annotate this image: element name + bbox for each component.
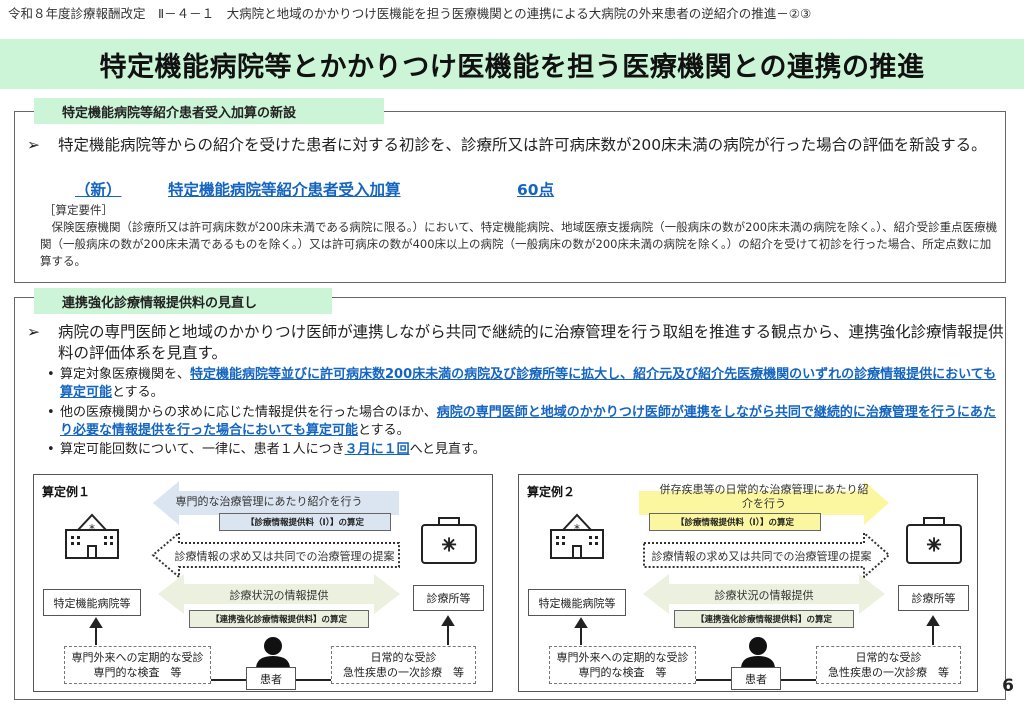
sub-text: とする。: [357, 423, 410, 438]
sub-text: 算定対象医療機関を、: [60, 367, 191, 382]
example-title: 算定例２: [527, 485, 576, 499]
up-arrow-icon: [574, 617, 588, 645]
note-line: 日常的な受診: [855, 651, 922, 664]
patient-label: 患者: [246, 667, 296, 690]
hospital-label: 特定機能病院等: [528, 589, 626, 616]
request-arrow: [643, 530, 891, 580]
note-line: 急性疾患の一次診療 等: [828, 666, 949, 679]
request-arrow-label: 診療情報の求め又は共同での治療管理の提案: [174, 550, 395, 563]
referral-arrow-label: 専門的な治療管理にあたり紹介を行う: [175, 495, 363, 508]
section2-bullet: 病院の専門医師と地域のかかりつけ医師が連携しながら共同で継続的に治療管理を行う取…: [58, 323, 1004, 362]
medical-bag-icon: ✳: [421, 517, 477, 564]
medical-bag-icon: ✳: [906, 517, 962, 564]
info-exchange-label: 診療状況の情報提供: [229, 589, 329, 602]
note-line: 急性疾患の一次診療 等: [343, 666, 464, 679]
clinic-label: 診療所等: [898, 585, 969, 611]
request-arrow-label: 診療情報の求め又は共同での治療管理の提案: [651, 550, 872, 563]
up-arrow-icon: [441, 615, 455, 645]
note-line: 専門外来への定期的な受診: [71, 651, 204, 664]
requirements-text: 保険医療機関（診療所又は許可病床数が200床未満である病院に限る。）において、特…: [40, 220, 998, 268]
sub-item: •算定対象医療機関を、特定機能病院等並びに許可病床数200床未満の病院及び診療所…: [47, 367, 997, 400]
top-fee-callout: 【診療情報提供料（Ⅰ）】の算定: [649, 513, 821, 531]
requirements-heading: ［算定要件］: [44, 203, 113, 217]
svg-text:*: *: [574, 522, 580, 536]
sub-emphasis: 病院の専門医師と地域のかかりつけ医師が連携をしながら共同で継続的に治療管理を行う…: [60, 405, 996, 438]
hospital-visit-note: 専門外来への定期的な受診専門的な検査 等: [64, 646, 211, 684]
diagram-graphics: * ✳: [65, 481, 477, 681]
example-2-diagram: * ✳ 算定例２ 併存疾患等の日常的な治療管理にあたり紹介を行う 【診療情報提供…: [518, 474, 978, 692]
hospital-icon: *: [65, 513, 119, 559]
svg-text:✳: ✳: [441, 535, 456, 556]
section2-label: 連携強化診療情報提供料の見直し: [34, 288, 332, 314]
clinic-visit-note: 日常的な受診急性疾患の一次診療 等: [331, 646, 476, 684]
up-arrow-icon: [89, 617, 103, 645]
hospital-visit-note: 専門外来への定期的な受診専門的な検査 等: [549, 646, 696, 684]
referral-arrow-label: 併存疾患等の日常的な治療管理にあたり紹介を行う: [659, 483, 869, 510]
section2-bullet-mark: ➢: [27, 323, 40, 341]
hospital-icon: *: [550, 513, 604, 559]
up-arrow-icon: [926, 615, 940, 645]
hospital-label: 特定機能病院等: [43, 589, 141, 616]
patient-label: 患者: [731, 667, 781, 690]
svg-text:✳: ✳: [926, 535, 941, 556]
section-new-addition: [14, 111, 1006, 283]
sub-text: 算定可能回数について、一律に、患者１人につき: [60, 442, 345, 457]
note-line: 専門的な検査 等: [578, 666, 667, 679]
request-arrow: [151, 530, 400, 580]
sub-emphasis: ３月に１回: [344, 442, 410, 457]
info-exchange-label: 診療状況の情報提供: [714, 589, 814, 602]
bottom-fee-callout: 【連携強化診療情報提供料】の算定: [674, 610, 854, 628]
sub-item: •他の医療機関からの求めに応じた情報提供を行った場合のほか、病院の専門医師と地域…: [47, 405, 996, 438]
points: 60点: [517, 181, 555, 199]
note-line: 専門的な検査 等: [93, 666, 182, 679]
example-title: 算定例１: [42, 485, 91, 499]
sub-emphasis: 特定機能病院等並びに許可病床数200床未満の病院及び診療所等に拡大し、紹介元及び…: [60, 367, 997, 400]
page-number: 6: [1002, 676, 1014, 696]
sub-text: とする。: [112, 385, 164, 400]
breadcrumb: 令和８年度診療報酬改定 Ⅱ－４－１ 大病院と地域のかかりつけ医機能を担う医療機関…: [8, 6, 812, 21]
section1-bullet: 特定機能病院等からの紹介を受けた患者に対する初診を、診療所又は許可病床数が200…: [58, 136, 987, 154]
sub-item: •算定可能回数について、一律に、患者１人につき３月に１回へと見直す。: [47, 442, 486, 457]
example-1-diagram: * ✳ 算定例１ 専門的な治療管理にあたり紹介を行う 【診療情報提供料（Ⅰ）】の…: [33, 474, 493, 692]
info-exchange-arrow: [643, 574, 885, 614]
patient-icon: [256, 637, 290, 669]
page-title: 特定機能病院等とかかりつけ医機能を担う医療機関との連携の推進: [0, 39, 1024, 89]
bottom-fee-callout: 【連携強化診療情報提供料】の算定: [189, 610, 369, 628]
sub-text: へと見直す。: [409, 442, 486, 457]
top-fee-callout: 【診療情報提供料（Ⅰ）】の算定: [219, 513, 391, 531]
diagram-graphics: * ✳: [550, 481, 962, 681]
info-exchange-arrow: [158, 574, 400, 614]
section1-bullet-mark: ➢: [27, 136, 40, 154]
section1-label: 特定機能病院等紹介患者受入加算の新設: [34, 98, 384, 124]
note-line: 日常的な受診: [370, 651, 437, 664]
clinic-visit-note: 日常的な受診急性疾患の一次診療 等: [816, 646, 961, 684]
section-collab-fee: [14, 297, 1006, 700]
sub-text: 他の医療機関からの求めに応じた情報提供を行った場合のほか、: [60, 405, 437, 420]
svg-text:*: *: [89, 522, 95, 536]
item-name: 特定機能病院等紹介患者受入加算: [168, 181, 401, 199]
new-tag: （新）: [75, 181, 122, 199]
clinic-label: 診療所等: [413, 585, 484, 611]
note-line: 専門外来への定期的な受診: [556, 651, 689, 664]
patient-icon: [741, 637, 775, 669]
